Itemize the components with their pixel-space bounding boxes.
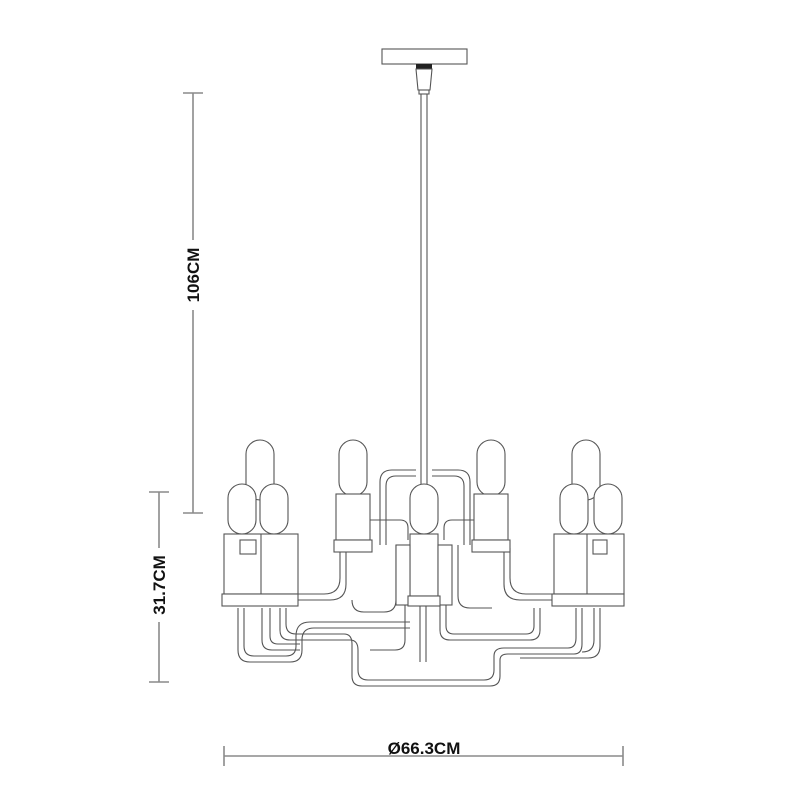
dimension-31-7cm: 31.7CM (142, 491, 176, 683)
dimension-diameter: Ø66.3CM (223, 739, 624, 766)
arms (237, 469, 601, 687)
light-cluster-mid-right (471, 439, 511, 553)
label-106cm: 106CM (184, 248, 203, 303)
dimension-106cm: 106CM (176, 92, 210, 514)
label-diameter: Ø66.3CM (388, 739, 461, 758)
rod (420, 94, 428, 485)
canopy (381, 48, 468, 95)
light-cluster-center (395, 483, 453, 607)
light-cluster-mid-left (333, 439, 373, 553)
light-cluster-left (221, 439, 299, 607)
label-31-7cm: 31.7CM (150, 555, 169, 615)
light-cluster-right (551, 439, 625, 607)
